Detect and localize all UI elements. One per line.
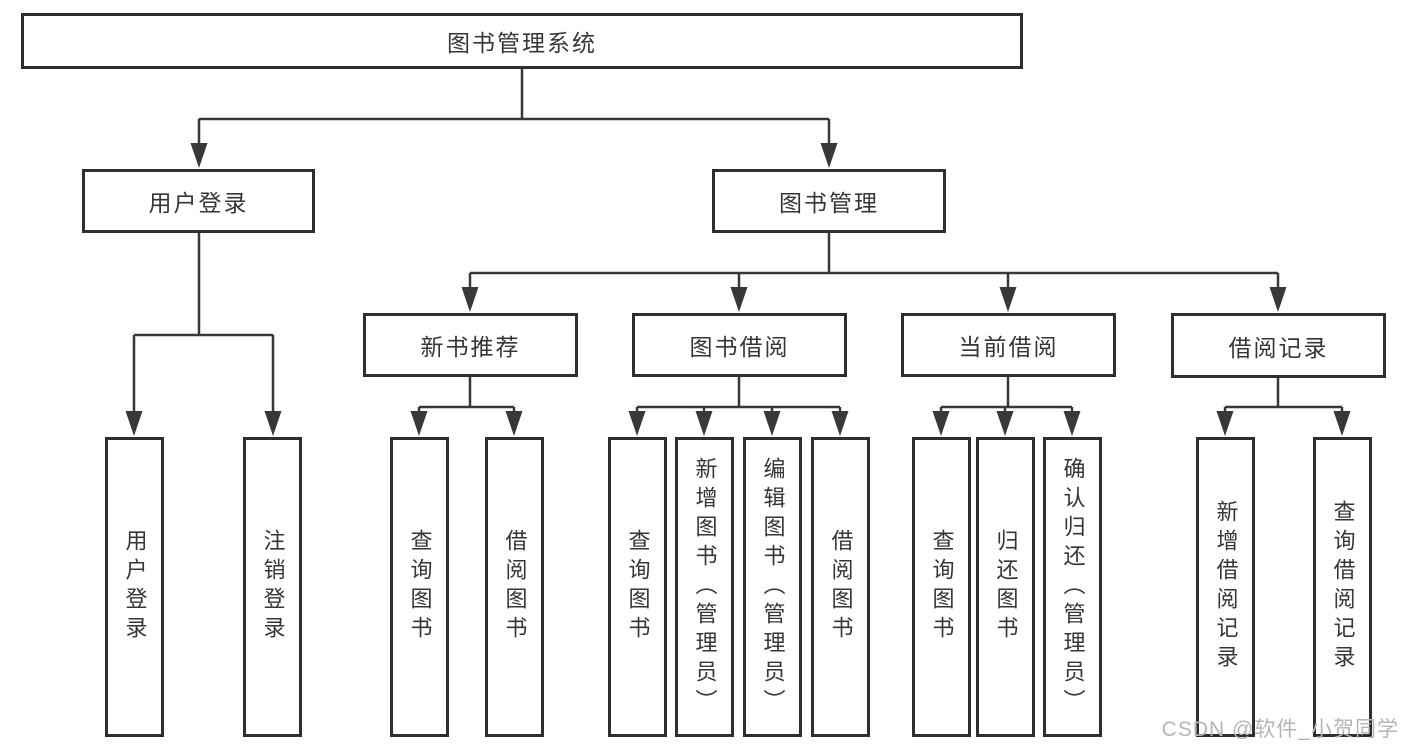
- connector-userlogin-to-leaves: [132, 233, 275, 414]
- connector-bookborrow-to-leaves: [635, 377, 842, 414]
- leaf-label: 借阅图书: [828, 529, 854, 645]
- leaf-query-books-current: 查询图书: [912, 437, 971, 737]
- leaf-label: 查询借阅记录: [1330, 500, 1356, 674]
- leaf-label: 归还图书: [993, 529, 1019, 645]
- leaf-borrow-books: 借阅图书: [811, 437, 870, 737]
- node-library-management-system: 图书管理系统: [21, 13, 1023, 69]
- watermark-text: CSDN @软件_小贺同学: [1161, 718, 1399, 741]
- node-label: 图书管理: [779, 190, 879, 216]
- leaf-label: 确认归还（管理员）: [1060, 456, 1086, 718]
- leaf-label: 新增借阅记录: [1213, 500, 1239, 674]
- node-label: 图书借阅: [689, 334, 790, 360]
- leaf-add-book-admin: 新增图书（管理员）: [675, 437, 734, 737]
- leaf-label: 用户登录: [122, 529, 148, 645]
- node-book-borrow: 图书借阅: [632, 313, 847, 377]
- leaf-label: 查询图书: [407, 529, 433, 645]
- leaf-query-borrow-record: 查询借阅记录: [1313, 437, 1372, 737]
- leaf-add-borrow-record: 新增借阅记录: [1196, 437, 1255, 737]
- node-label: 新书推荐: [420, 334, 521, 360]
- leaf-edit-book-admin: 编辑图书（管理员）: [743, 437, 802, 737]
- node-label: 借阅记录: [1228, 334, 1329, 361]
- connector-root-to-level2: [197, 69, 831, 146]
- leaf-user-login: 用户登录: [105, 437, 164, 737]
- leaf-label: 借阅图书: [502, 529, 528, 645]
- leaf-confirm-return-admin: 确认归还（管理员）: [1043, 437, 1102, 737]
- node-label: 当前借阅: [958, 334, 1059, 360]
- connector-newbook-to-leaves: [417, 377, 516, 414]
- node-current-borrow: 当前借阅: [901, 313, 1116, 377]
- node-label: 图书管理系统: [447, 30, 597, 56]
- node-borrow-records: 借阅记录: [1171, 313, 1386, 378]
- leaf-borrow-books-recommend: 借阅图书: [485, 437, 544, 737]
- connector-bookmgmt-to-level3: [468, 233, 1280, 290]
- connector-borrowrecord-to-leaves: [1223, 377, 1344, 414]
- leaf-query-books-recommend: 查询图书: [390, 437, 449, 737]
- connector-currentborrow-to-leaves: [939, 377, 1074, 414]
- node-user-login: 用户登录: [82, 169, 315, 233]
- leaf-label: 编辑图书（管理员）: [760, 456, 786, 718]
- leaf-label: 查询图书: [625, 529, 651, 645]
- leaf-label: 查询图书: [929, 529, 955, 645]
- node-new-book-recommend: 新书推荐: [363, 313, 578, 377]
- leaf-query-books-borrow: 查询图书: [608, 437, 667, 737]
- leaf-label: 注销登录: [260, 529, 286, 645]
- leaf-return-book: 归还图书: [976, 437, 1035, 737]
- arrowheads: [125, 143, 1351, 436]
- leaf-logout: 注销登录: [243, 437, 302, 737]
- node-book-management: 图书管理: [712, 169, 946, 233]
- node-label: 用户登录: [148, 190, 249, 216]
- leaf-label: 新增图书（管理员）: [692, 456, 718, 718]
